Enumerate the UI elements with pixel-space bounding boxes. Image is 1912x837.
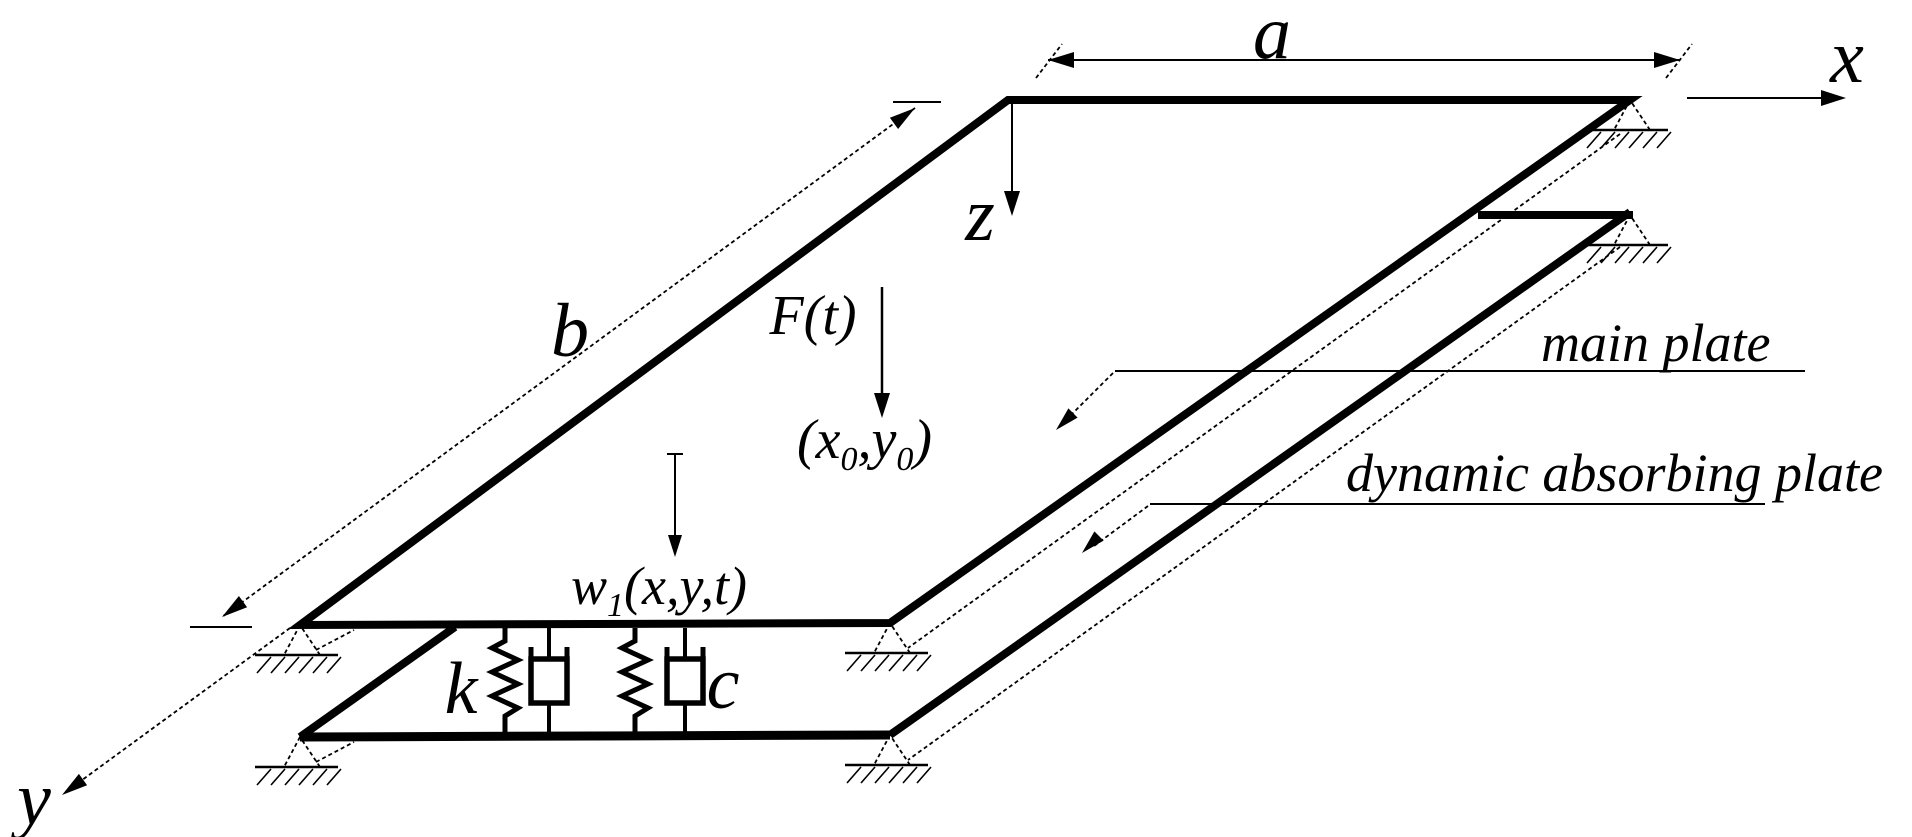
- support-absorber-front-left: [253, 735, 343, 787]
- force-annotation: F(t) (x0,y0): [768, 285, 932, 478]
- spring-constant-label: k: [445, 648, 479, 730]
- absorbing-plate-left-edge: [297, 623, 458, 741]
- arrowhead-a-left: [1048, 52, 1074, 68]
- dimension-a-tick-left: [1035, 43, 1063, 79]
- arrowhead-force: [874, 393, 890, 418]
- deflection-label: w1(x,y,t): [571, 556, 747, 624]
- deflection-args: (x,y,t): [624, 556, 747, 616]
- axis-y-line: [77, 627, 291, 784]
- deflection-sub: 1: [607, 587, 624, 624]
- absorbing-plate-front-edge: [299, 730, 891, 742]
- absorbing-plate-leader-diagonal: [1093, 505, 1149, 547]
- arrowhead-b-bottom: [222, 596, 248, 617]
- main-plate-callout: main plate: [1056, 313, 1805, 430]
- dimension-label-b: b: [551, 289, 589, 373]
- arrowhead-y: [62, 773, 88, 795]
- arrowhead-b-top: [889, 108, 915, 129]
- force-point-sub-x: 0: [841, 441, 858, 478]
- damper-left: [531, 628, 567, 733]
- force-point-label: (x0,y0): [797, 409, 932, 478]
- support-main-front-right: [843, 621, 933, 673]
- construction-line-main-right: [907, 133, 1621, 649]
- axis-label-z: z: [964, 173, 995, 257]
- dimension-a: a: [1035, 0, 1693, 79]
- spring-left: [492, 628, 518, 733]
- arrowhead-main-plate-leader: [1056, 408, 1078, 430]
- axis-label-x: x: [1829, 15, 1864, 99]
- force-point-close: ): [910, 409, 932, 471]
- axis-label-y: y: [10, 757, 51, 837]
- arrowhead-deflection: [668, 535, 682, 557]
- absorbing-plate-right-edge: [887, 208, 1633, 739]
- damper-right: [667, 628, 703, 733]
- support-tail-absorber-left: [315, 741, 355, 763]
- arrowhead-z: [1004, 191, 1020, 216]
- absorbing-plate-label: dynamic absorbing plate: [1346, 443, 1883, 503]
- support-absorber-front-right: [843, 733, 933, 785]
- force-point-mid: ,y: [858, 409, 897, 471]
- damping-constant-label: c: [707, 643, 740, 725]
- dimension-b: b: [190, 101, 941, 628]
- main-plate-label: main plate: [1541, 313, 1770, 373]
- spring-right: [622, 628, 648, 733]
- deflection-annotation: w1(x,y,t): [571, 453, 747, 624]
- arrowhead-x: [1821, 90, 1846, 106]
- absorbing-plate-callout: dynamic absorbing plate: [1082, 443, 1883, 553]
- force-label: F(t): [768, 285, 856, 347]
- deflection-base: w: [571, 556, 607, 616]
- axis-z: z: [964, 104, 1020, 257]
- arrowhead-a-right: [1654, 52, 1680, 68]
- axis-y: y: [10, 627, 291, 837]
- support-tail-main-left: [315, 629, 355, 651]
- force-point-open: (x: [797, 409, 841, 471]
- dimension-a-tick-right: [1665, 43, 1693, 79]
- construction-line-absorber-right: [907, 246, 1621, 761]
- support-main-front-left: [253, 623, 343, 675]
- arrowhead-absorbing-plate-leader: [1082, 531, 1104, 553]
- absorbing-plate: [297, 208, 1633, 742]
- axis-x: x: [1687, 15, 1864, 106]
- force-point-sub-y: 0: [896, 441, 913, 478]
- dimension-label-a: a: [1253, 0, 1291, 75]
- dimension-b-line: [221, 107, 916, 618]
